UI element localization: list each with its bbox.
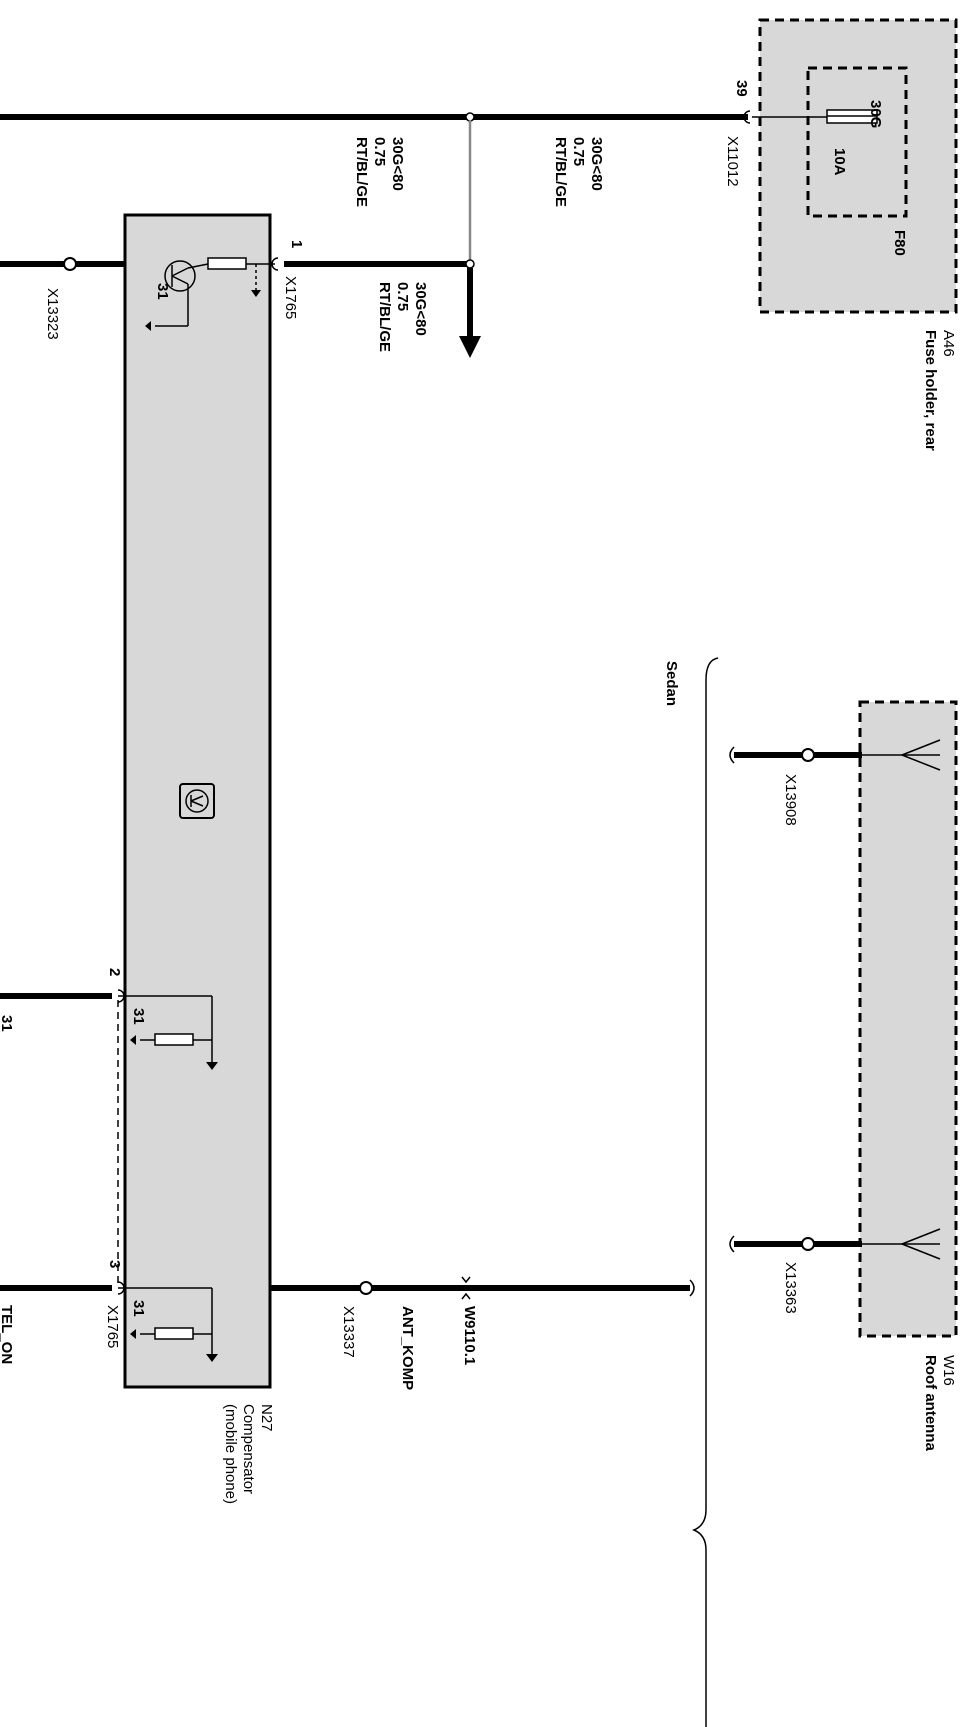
ground-arrow-3-icon bbox=[130, 1329, 136, 1339]
compensator-box bbox=[123, 213, 272, 1389]
shield-mark-icon bbox=[461, 1276, 471, 1284]
signal-31-label: 31 bbox=[0, 1015, 15, 1032]
wire-continue-arrow-icon bbox=[459, 336, 481, 358]
variant-brace bbox=[692, 657, 719, 1727]
transistor-icon bbox=[164, 260, 196, 292]
fuse-holder-name: Fuse holder, rear bbox=[922, 330, 939, 451]
connector-x13363-icon bbox=[801, 1237, 815, 1251]
connector-x13908-label: X13908 bbox=[782, 774, 799, 826]
pin-3-connector-label: X1765 bbox=[104, 1305, 121, 1348]
fuse-holder-border bbox=[758, 18, 958, 314]
pin-3-connector-icon bbox=[117, 1281, 125, 1295]
down-arrow-icon bbox=[251, 290, 261, 297]
fuse-connector-label: X11012 bbox=[724, 136, 741, 187]
wire-top-code: RT/BL/GE bbox=[353, 137, 370, 207]
resistor-3-icon bbox=[154, 1327, 194, 1340]
svg-text:31: 31 bbox=[130, 1008, 147, 1025]
wire-splice-top bbox=[465, 112, 475, 122]
compensator-id: N27 bbox=[258, 1404, 275, 1432]
wire-top-right-size: 0.75 bbox=[570, 137, 587, 166]
pin-2-connector-icon bbox=[117, 989, 125, 1003]
wire-top-right-color: 30G<80 bbox=[588, 137, 605, 191]
fuse-inner-border bbox=[806, 66, 908, 218]
signal-tel-on-label: TEL_ON bbox=[0, 1305, 15, 1364]
wire-end-icon bbox=[689, 1279, 695, 1297]
ground-arrow-icon bbox=[145, 321, 151, 331]
fuse-holder-box bbox=[760, 20, 956, 312]
connector-x13337-label: X13337 bbox=[340, 1306, 357, 1358]
resistor-2-icon bbox=[154, 1033, 194, 1046]
fuse-holder-a46 bbox=[743, 18, 958, 314]
pin-3-label: 3 bbox=[106, 1260, 123, 1268]
pin-1-connector-icon bbox=[271, 257, 279, 271]
connector-w9110-label: W9110.1 bbox=[461, 1306, 478, 1365]
antenna-1-icon bbox=[901, 739, 941, 756]
ground-arrow-2-icon bbox=[130, 1035, 136, 1045]
compensator-n27: 31 31 31 bbox=[117, 213, 279, 1389]
fuse-rating-label: 10A bbox=[831, 148, 848, 176]
resistor-icon bbox=[207, 257, 247, 270]
svg-text:31: 31 bbox=[130, 1300, 147, 1317]
roof-antenna-w16 bbox=[729, 700, 958, 1338]
antenna-border bbox=[858, 700, 958, 1338]
ground-triangle-2-icon bbox=[206, 1062, 218, 1070]
signal-ant-komp-label: ANT_KOMP bbox=[399, 1306, 416, 1390]
phone-symbol-icon bbox=[179, 783, 215, 819]
wire-top-color: 30G<80 bbox=[389, 137, 406, 191]
svg-text:31: 31 bbox=[154, 283, 171, 300]
wire-mid-color: 30G<80 bbox=[412, 282, 429, 336]
pin-1-label: 1 bbox=[288, 240, 305, 248]
pin-2-label: 2 bbox=[106, 968, 123, 976]
wire-top-size: 0.75 bbox=[371, 137, 388, 166]
compensator-name-1: Compensator bbox=[240, 1404, 257, 1494]
fuse-pin-label: 39 bbox=[733, 80, 750, 97]
wire-top-right-code: RT/BL/GE bbox=[552, 137, 569, 207]
fuse-id-label: F80 bbox=[891, 230, 908, 256]
wire-mid-code: RT/BL/GE bbox=[376, 282, 393, 352]
ground-triangle-3-icon bbox=[206, 1354, 218, 1362]
connector-x13323-label: X13323 bbox=[44, 288, 61, 340]
antenna-name: Roof antenna bbox=[922, 1355, 939, 1451]
antenna-id: W16 bbox=[940, 1355, 957, 1386]
wire-splice-mid bbox=[465, 259, 475, 269]
fuse-holder-id: A46 bbox=[940, 330, 957, 357]
antenna-box bbox=[860, 702, 956, 1336]
fuse-terminal-label: 30G bbox=[867, 100, 884, 128]
connector-x13337-icon bbox=[359, 1281, 373, 1295]
compensator-name-2: (mobile phone) bbox=[222, 1404, 239, 1504]
connector-x13363-label: X13363 bbox=[782, 1262, 799, 1314]
antenna-2-icon bbox=[901, 1228, 941, 1245]
wire-mid-size: 0.75 bbox=[394, 282, 411, 311]
connector-x13323-icon bbox=[63, 257, 77, 271]
variant-sedan-label: Sedan bbox=[663, 661, 680, 706]
pin-1-connector-label: X1765 bbox=[282, 276, 299, 319]
connector-x13908-icon bbox=[801, 748, 815, 762]
